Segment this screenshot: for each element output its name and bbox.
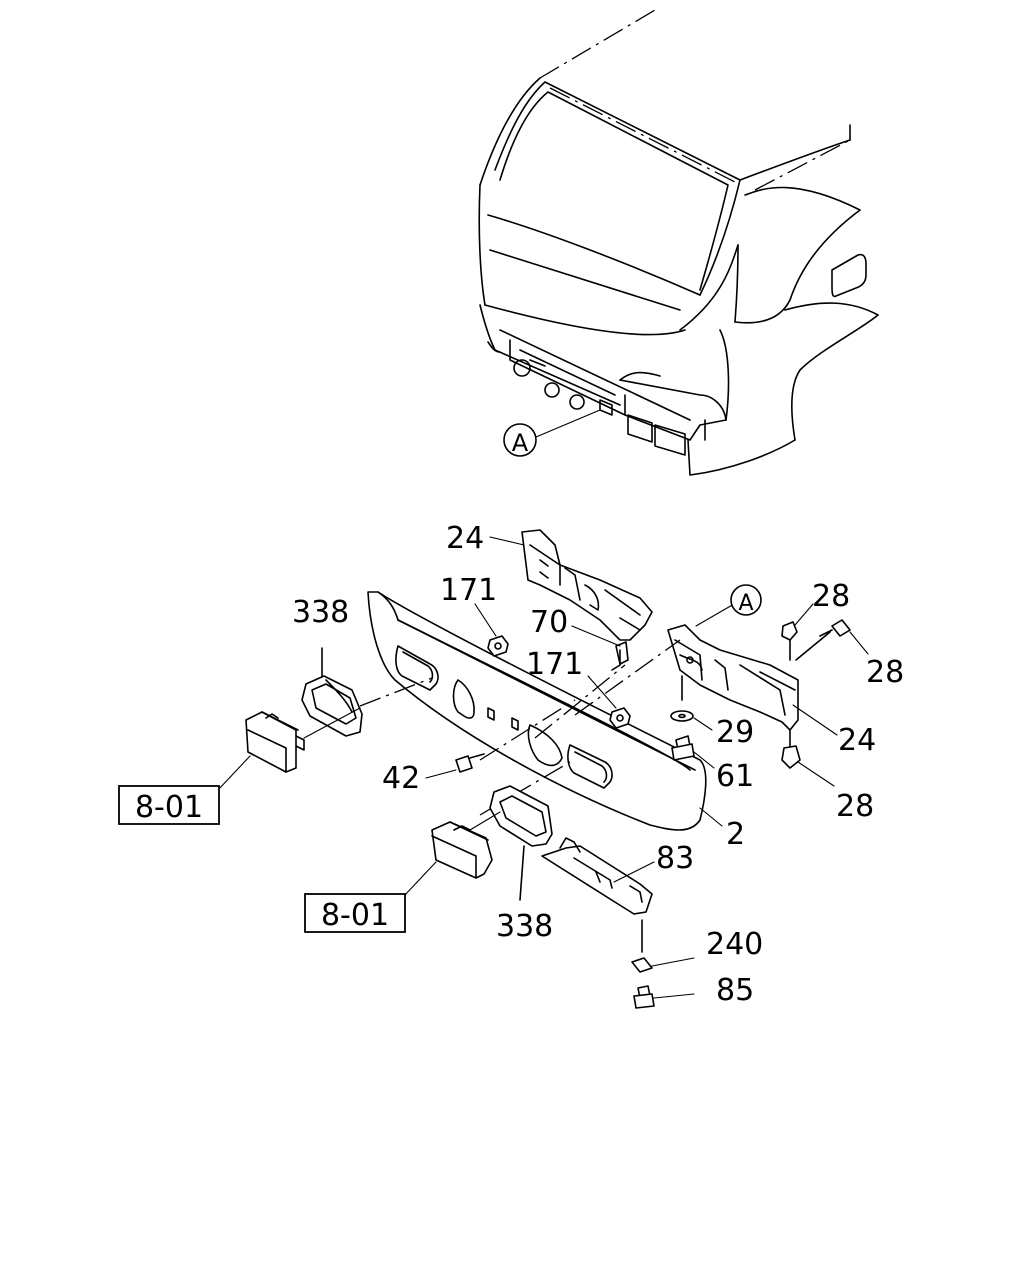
front-bumper-part-2 [367, 591, 707, 831]
label-42: 42 [382, 761, 420, 796]
bolt-28-bottom [781, 729, 835, 787]
bolt-42 [425, 753, 485, 779]
label-171-left: 171 [440, 573, 497, 608]
label-28-right: 28 [866, 655, 904, 690]
callout-a-bracket-letter: A [738, 591, 753, 616]
grommet-338-upper [301, 647, 363, 737]
label-70: 70 [530, 605, 568, 640]
section-ref-left-text: 8-01 [135, 790, 203, 825]
nut-171-left [474, 603, 509, 657]
label-29: 29 [716, 715, 754, 750]
nut-171-right [587, 675, 631, 729]
callout-a-bracket [730, 584, 762, 616]
label-171-right: 171 [526, 647, 583, 682]
label-338-bottom: 338 [496, 909, 553, 944]
section-ref-box-bottom[interactable]: 8-01 [304, 893, 406, 933]
grommet-338-lower [489, 785, 553, 901]
clip-nut-240 [631, 957, 695, 973]
callout-a-top-letter: A [512, 429, 529, 457]
bumper-bracket-24-right [667, 624, 838, 736]
washer-29 [670, 675, 713, 731]
clip-70 [571, 625, 629, 671]
callout-a-top [503, 423, 537, 457]
label-28-bottom: 28 [836, 789, 874, 824]
truck-cab-illustration [478, 9, 879, 476]
label-83: 83 [656, 841, 694, 876]
label-61: 61 [716, 759, 754, 794]
bolt-28-right [795, 619, 869, 661]
cover-plate-83 [541, 837, 655, 953]
label-28-top: 28 [812, 579, 850, 614]
lamp-assembly-lower [403, 811, 501, 897]
label-338-top: 338 [292, 595, 349, 630]
bolt-28-top [781, 603, 814, 661]
lamp-assembly-left [217, 707, 361, 791]
bolt-85 [633, 985, 695, 1009]
label-240: 240 [706, 927, 763, 962]
label-24-right: 24 [838, 723, 876, 758]
bumper-bracket-24-top [489, 529, 653, 641]
label-2: 2 [726, 817, 745, 852]
label-24-top: 24 [446, 521, 484, 556]
bolt-61 [671, 735, 715, 769]
label-85: 85 [716, 973, 754, 1008]
section-ref-bottom-text: 8-01 [321, 898, 389, 933]
section-ref-box-left[interactable]: 8-01 [118, 785, 220, 825]
